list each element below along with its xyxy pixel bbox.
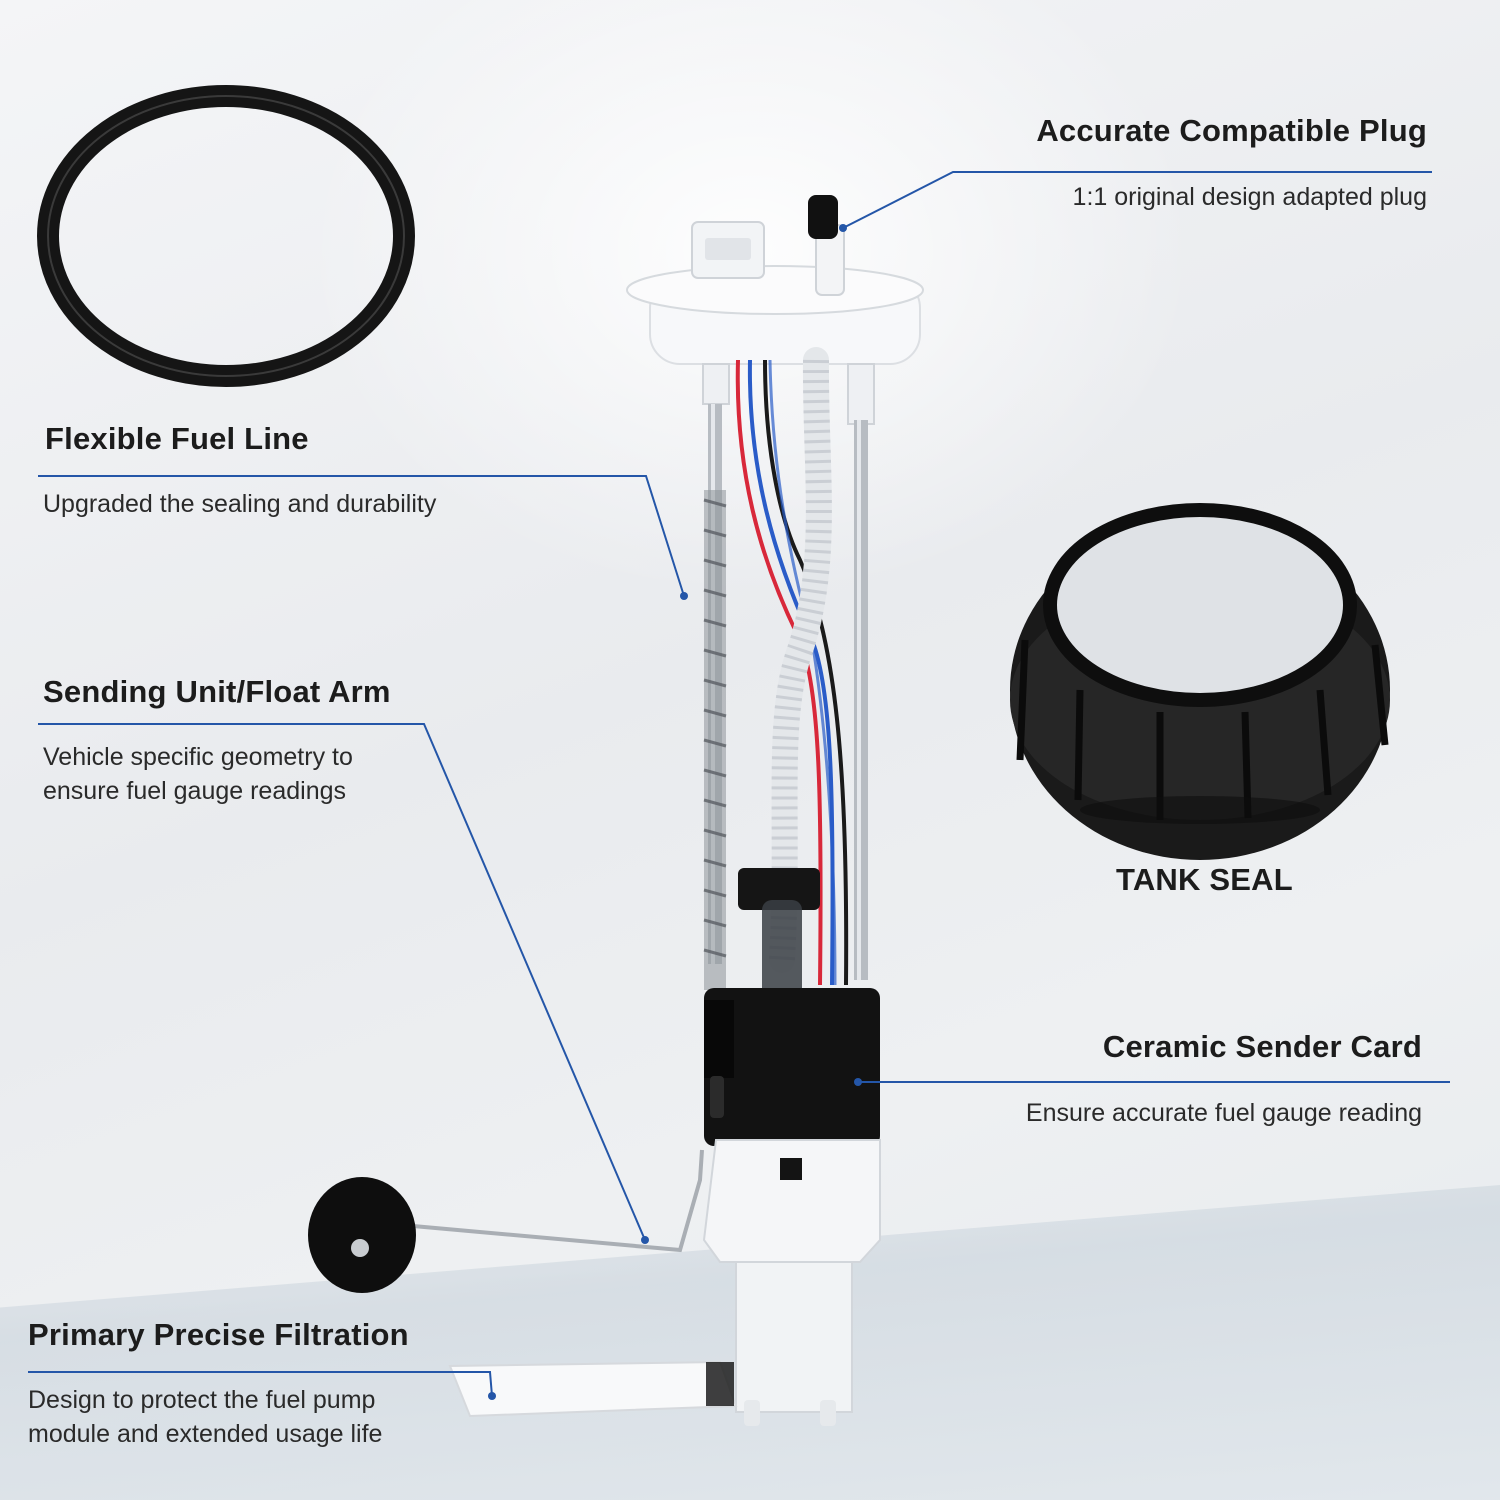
tank-seal-label: TANK SEAL	[1116, 862, 1293, 897]
feature-title-plug: Accurate Compatible Plug	[1036, 113, 1427, 148]
feature-desc-sending-unit: Vehicle specific geometry to ensure fuel…	[43, 743, 353, 805]
feature-desc-sender-card: Ensure accurate fuel gauge reading	[1025, 1099, 1422, 1127]
feature-desc-filtration: Design to protect the fuel pump module a…	[28, 1386, 383, 1448]
feature-title-filtration: Primary Precise Filtration	[28, 1317, 409, 1352]
tank-seal-ring	[1010, 503, 1390, 860]
o-ring-gasket	[37, 85, 415, 387]
callout-dots	[488, 224, 862, 1400]
feature-title-fuel-line: Flexible Fuel Line	[45, 421, 309, 456]
feature-desc-fuel-line: Upgraded the sealing and durability	[43, 490, 437, 518]
callout-leaders	[28, 171, 1450, 1397]
fuel-pump-assembly	[308, 195, 924, 1426]
feature-desc-plug: 1:1 original design adapted plug	[1072, 183, 1427, 211]
feature-title-sending-unit: Sending Unit/Float Arm	[43, 674, 391, 709]
feature-title-sender-card: Ceramic Sender Card	[1102, 1029, 1422, 1064]
